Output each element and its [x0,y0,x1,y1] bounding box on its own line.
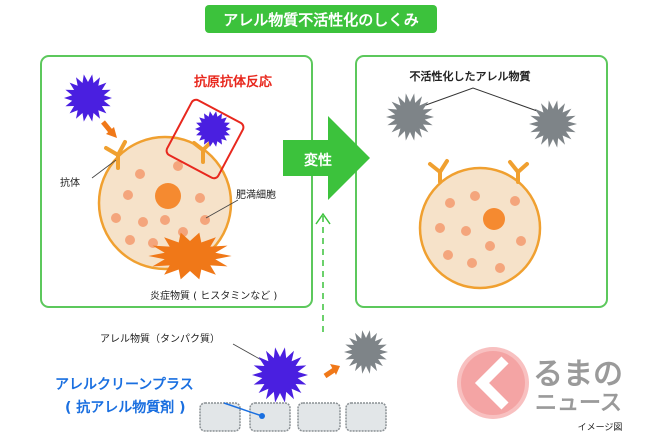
left-panel: 抗原抗体反応 抗体 肥満細胞 炎症物質 ( ヒスタミンなど ) [40,55,313,308]
right-panel: 不活性化したアレル物質 [355,55,608,308]
bottom-section: アレル物質（タンパク質） アレルクリーンプラス ( 抗アレル物質剤 ) [55,332,387,432]
antibody-label: 抗体 [60,176,80,189]
antibody-icon [104,140,127,170]
title-banner: アレル物質不活性化のしくみ [205,5,437,33]
pointer-lines [411,87,541,113]
title: アレル物質不活性化のしくみ [223,11,419,29]
inflammatory-substance-label: 炎症物質 ( ヒスタミンなど ) [150,289,277,302]
antibody-icon [428,159,449,184]
cell-nucleus [155,183,181,209]
antibody-bound-icon [192,141,212,164]
denaturation-label: 変性 [304,152,332,169]
allergen-star-icon [252,347,308,403]
cell-nucleus [483,208,505,230]
antibody-icon [508,160,529,184]
inactive-allergen-star-icon [386,93,434,141]
inactive-allergen-star-icon [344,330,388,374]
granules [435,191,526,273]
mast-cell-label: 肥満細胞 [236,188,276,201]
logo-text-top: るまの [533,357,623,392]
image-caption: イメージ図 [578,422,623,433]
denaturation-arrow: 変性 [283,116,370,200]
product-subtitle: ( 抗アレル物質剤 ) [65,399,186,416]
logo-text-bottom: ニュース [535,391,622,416]
inflammatory-substance-shape [148,232,232,280]
dashed-up-arrow [315,212,331,332]
inactive-allergen-star-icon [529,100,577,148]
product-name: アレルクリーンプラス [55,377,194,393]
inactivated-heading: 不活性化したアレル物質 [410,69,531,83]
surface-tiles [199,402,387,432]
orange-arrow-icon [323,367,336,379]
allergen-star-icon [64,74,112,122]
kuruma-news-logo: るまの ニュース [457,347,623,419]
reaction-highlight-box [165,98,245,180]
allergen-label: アレル物質（タンパク質） [100,332,220,345]
antigen-antibody-heading: 抗原抗体反応 [194,74,272,90]
allergen-bound-star-icon [195,111,231,147]
